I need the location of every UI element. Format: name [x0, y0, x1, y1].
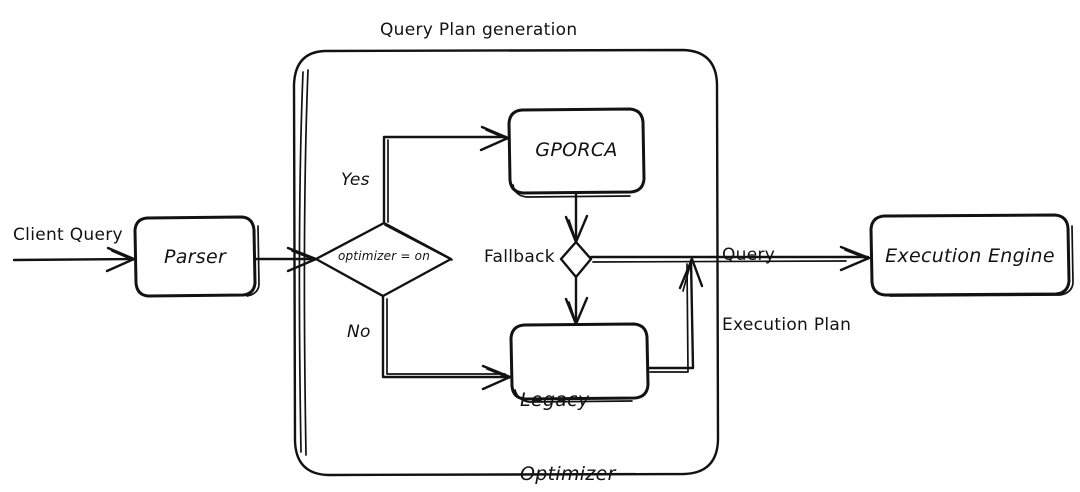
- decision-node-label: optimizer = on: [337, 249, 431, 263]
- edge-decision-yes-to-gporca: [382, 125, 510, 224]
- edge-gporca-to-fallback: [564, 192, 589, 244]
- edge-client-query-to-parser: [12, 246, 136, 273]
- query-execution-plan-line-2: Execution Plan: [722, 314, 852, 335]
- edge-label-yes: Yes: [341, 170, 370, 190]
- query-plan-generation-container: [292, 48, 720, 477]
- parser-node-shape: [133, 215, 260, 298]
- fallback-diamond-shape: [559, 240, 593, 279]
- legacy-optimizer-label-line-2: Optimizer: [520, 463, 616, 486]
- legacy-optimizer-node-shape: [509, 322, 650, 403]
- legacy-optimizer-node-label: Legacy Optimizer: [513, 339, 648, 492]
- edge-label-query-execution-plan: Query Execution Plan: [722, 198, 851, 383]
- legacy-optimizer-label-line-1: Legacy: [520, 389, 590, 412]
- edge-parser-to-decision: [254, 246, 318, 273]
- edge-legacy-to-plan-join: [647, 257, 704, 373]
- edge-label-no: No: [347, 322, 371, 342]
- gporca-node-label: GPORCA: [535, 139, 618, 161]
- group-title: Query Plan generation: [380, 20, 578, 40]
- edge-fallback-to-legacy: [564, 276, 589, 326]
- gporca-node-shape: [507, 107, 646, 198]
- edge-decision-no-to-legacy: [381, 295, 512, 391]
- execution-engine-node-shape: [869, 213, 1074, 297]
- query-execution-plan-line-1: Query: [722, 245, 776, 266]
- execution-engine-node-label: Execution Engine: [885, 245, 1055, 267]
- edge-fallback-to-execution-engine: [589, 245, 871, 272]
- parser-node-label: Parser: [163, 246, 227, 268]
- edge-label-fallback: Fallback: [484, 247, 555, 267]
- edge-label-client-query: Client Query: [13, 225, 123, 245]
